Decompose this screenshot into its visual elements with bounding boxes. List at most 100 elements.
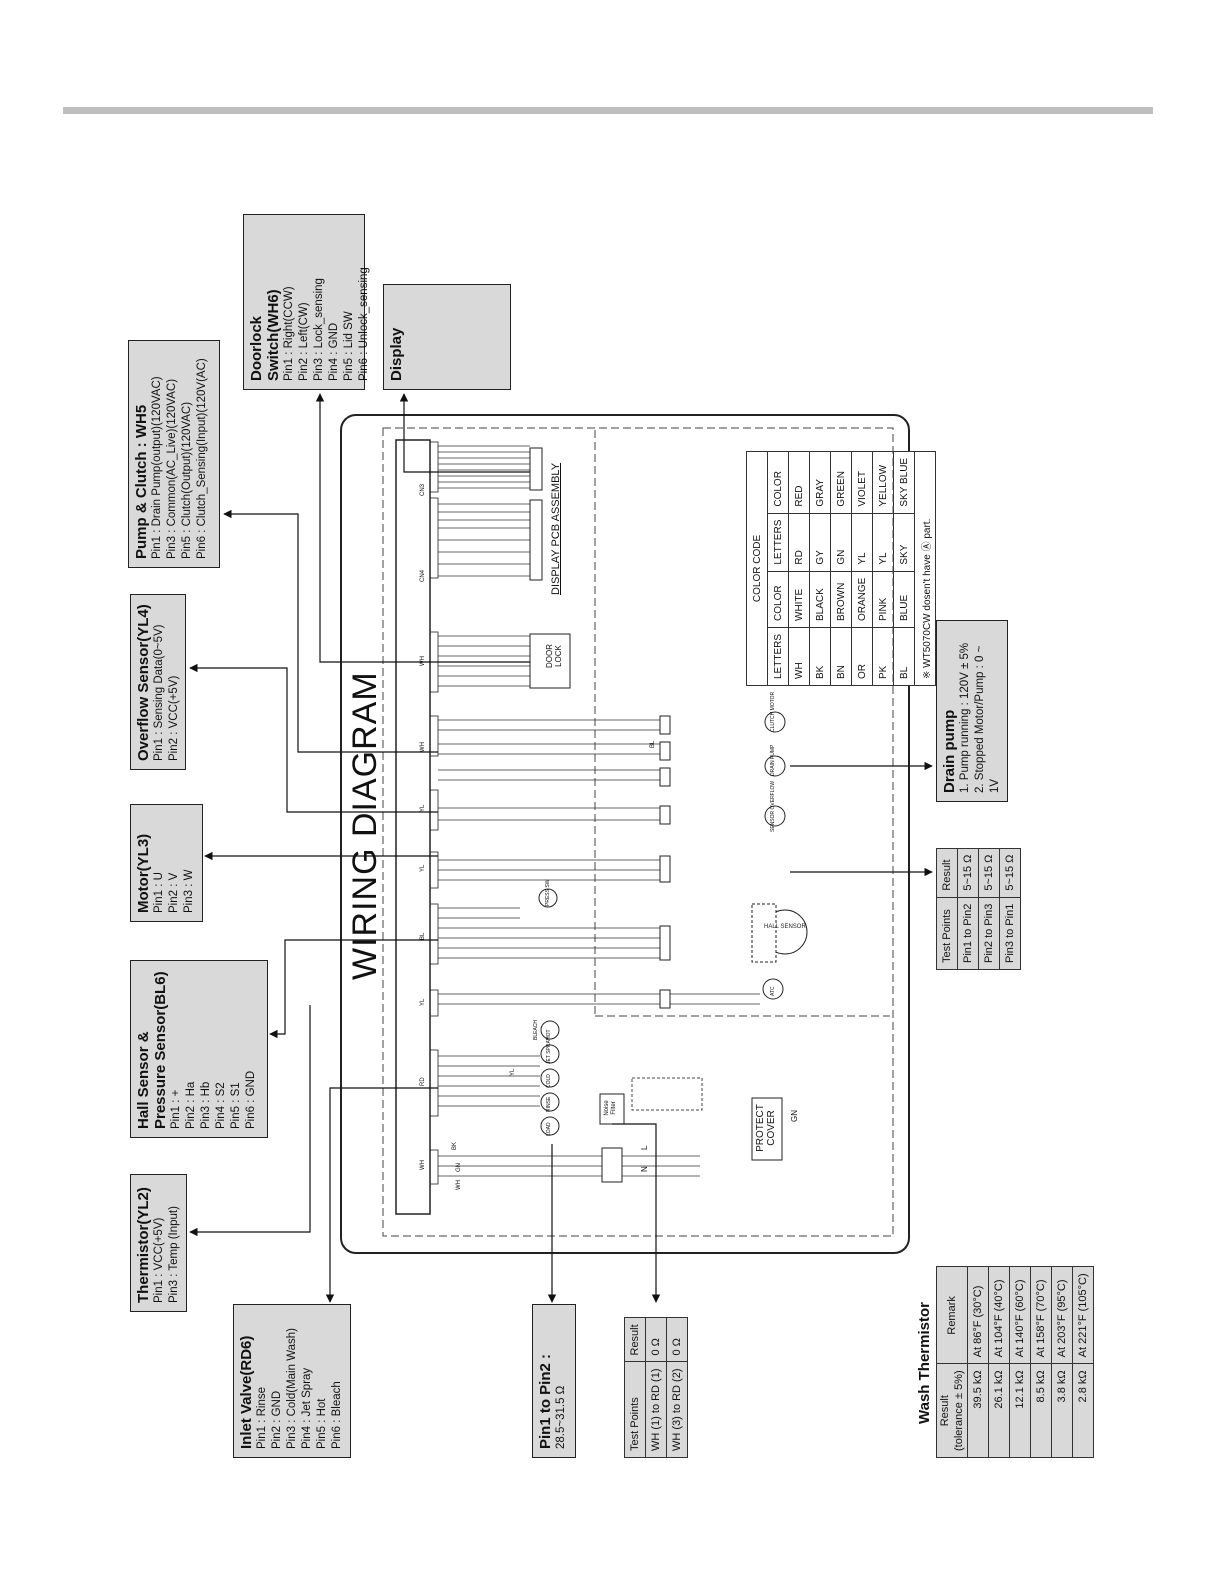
overflow-sensor-box: Overflow Sensor(YL4) Pin1 : Sensing Data… <box>130 594 186 770</box>
valve-label: HOT <box>546 1029 552 1040</box>
cc-cell: YELLOW <box>872 451 894 514</box>
door-lock-label: DOOR LOCK <box>545 644 563 668</box>
doorlock-line: Pin4 : GND <box>328 322 340 381</box>
wiring-diagram-title: WIRING DIAGRAM <box>346 671 384 980</box>
drain-line: 2. Stopped Motor/Pump : 0 ~ 1V <box>974 645 1001 793</box>
cc-cell: GREEN <box>830 451 852 514</box>
cc-cell: RD <box>788 513 810 572</box>
wash-cell: 2.8 kΩ <box>1072 1363 1094 1458</box>
connector-label-wh: WH <box>420 1160 426 1170</box>
noise-filter-label: Noise Filter <box>604 1100 617 1116</box>
connector-label-wh: WH <box>420 742 426 752</box>
cc-cell: GRAY <box>809 451 831 514</box>
wash-thermistor-title: Wash Thermistor <box>916 1302 933 1424</box>
hall-line: Pin3 : Hb <box>200 1081 212 1129</box>
motor-box: Motor(YL3) Pin1 : U Pin2 : V Pin3 : W <box>130 804 203 922</box>
cc-header: COLOR <box>767 451 789 514</box>
cc-cell: YL <box>851 513 873 572</box>
valve-label: LOAD <box>546 1122 552 1136</box>
cc-cell: GY <box>809 513 831 572</box>
component-label: DRAIN PUMP <box>770 744 776 776</box>
wash-cell: 39.5 kΩ <box>967 1363 989 1458</box>
tp-header: Test Points <box>936 897 958 970</box>
doorlock-title: Doorlock Switch(WH6) <box>248 289 282 381</box>
thermistor-line: Pin1 : VCC(+5V) <box>153 1217 165 1303</box>
connector-label-wh: WH <box>420 656 426 666</box>
cc-header: LETTERS <box>767 627 789 686</box>
tp-cell: Pin3 to Pin1 <box>999 897 1021 970</box>
pump-line: Pin1 : Drain Pump(output)(120VAC) <box>151 376 163 559</box>
wash-cell: 12.1 kΩ <box>1009 1363 1031 1458</box>
hall-line: Pin1 : + <box>170 1089 182 1129</box>
overflow-line: Pin1 : Sensing Data(0~5V) <box>153 624 165 761</box>
inlet-line: Pin3 : Cold(Main Wash) <box>286 1327 298 1449</box>
cc-cell: VIOLET <box>851 451 873 514</box>
wash-header: Remark <box>936 1266 968 1364</box>
component-label: ATC <box>770 986 776 996</box>
pump-clutch-box: Pump & Clutch : WH5 Pin1 : Drain Pump(ou… <box>128 340 220 568</box>
wire-label: BL <box>650 740 656 748</box>
motor-line: Pin1 : U <box>153 872 165 913</box>
cc-cell: BL <box>893 627 915 686</box>
connector-label-rd: RD <box>420 1077 426 1086</box>
pin1-pin2-box: Pin1 to Pin2 : 28.5~31.5 Ω <box>532 1304 576 1458</box>
cc-cell: PK <box>872 627 894 686</box>
cc-cell: BLACK <box>809 571 831 628</box>
tp-cell: Pin1 to Pin2 <box>957 897 979 970</box>
cc-cell: BN <box>830 627 852 686</box>
valve-label: RINSE <box>546 1096 552 1112</box>
cc-cell: PINK <box>872 571 894 628</box>
component-label: SENSOR OVERFLOW <box>770 780 776 832</box>
motor-line: Pin3 : W <box>183 869 195 913</box>
connector-label-yl: YL <box>420 998 426 1006</box>
tp-header: Result <box>624 1317 646 1362</box>
wash-cell: 26.1 kΩ <box>988 1363 1010 1458</box>
pump-line: Pin5 : Clutch(Output)(120VAC) <box>181 401 193 559</box>
connector-label-cn4: CN4 <box>420 569 426 582</box>
wire-label: GN <box>456 1163 462 1172</box>
thermistor-line: Pin3 : Temp (Input) <box>168 1206 180 1303</box>
cc-cell: BROWN <box>830 571 852 628</box>
cc-cell: SKY BLUE <box>893 451 915 514</box>
cc-header: LETTERS <box>767 513 789 572</box>
doorlock-switch-box: Doorlock Switch(WH6) Pin1 : Right(CCW) P… <box>243 214 370 390</box>
color-code-note: ※ WT5070CW dosen't have Ⓐ part. <box>914 451 936 686</box>
valve-label: BLEACH <box>533 1019 539 1040</box>
valve-label: COLD <box>546 1074 552 1088</box>
wire-label: GN <box>790 1110 799 1122</box>
inlet-line: Pin4 : Jet Spray <box>301 1367 313 1449</box>
wash-cell: At 221°F (105°C) <box>1072 1266 1094 1364</box>
tp-cell: 5~15 Ω <box>957 848 979 898</box>
doorlock-line: Pin3 : Lock_sensing <box>313 278 325 381</box>
tp-header: Test Points <box>624 1362 646 1458</box>
cc-cell: RED <box>788 451 810 514</box>
hall-line: Pin6 : GND <box>245 1070 257 1129</box>
drain-pump-box: Drain pump 1. Pump running : 120V ± 5% 2… <box>936 620 1008 802</box>
cc-cell: YL <box>872 513 894 572</box>
component-label: PRESS SW <box>545 879 551 906</box>
cc-cell: BLUE <box>893 571 915 628</box>
display-pcb-label: DISPLAY PCB ASSEMBLY <box>550 462 562 595</box>
protect-cover-label: PROTECT COVER <box>755 1104 777 1152</box>
display-title: Display <box>388 327 405 381</box>
cc-cell: ORANGE <box>851 571 873 628</box>
cc-cell: WH <box>788 627 810 686</box>
wash-cell: 3.8 kΩ <box>1051 1363 1073 1458</box>
pin12-value: 28.5~31.5 Ω <box>555 1385 567 1449</box>
cc-cell: BK <box>809 627 831 686</box>
color-code-table: COLOR CODE LETTERS COLOR LETTERS COLOR W… <box>746 450 936 686</box>
tp-header: Result <box>936 848 958 898</box>
doorlock-line: Pin2 : Left(CW) <box>298 302 310 381</box>
tp-cell: 5~15 Ω <box>978 848 1000 898</box>
display-box: Display <box>383 284 511 390</box>
wash-cell: At 104°F (40°C) <box>988 1266 1010 1364</box>
tp-cell: 5~15 Ω <box>999 848 1021 898</box>
main-pcb-label: MAIN PCB ASSEMBLY <box>396 775 408 890</box>
connector-label-yl: YL <box>420 804 426 812</box>
wire-label: BK <box>452 1141 458 1150</box>
cc-cell: WHITE <box>788 571 810 628</box>
hall-title-1: Hall Sensor & <box>135 1031 152 1129</box>
drain-title: Drain pump <box>941 709 958 793</box>
